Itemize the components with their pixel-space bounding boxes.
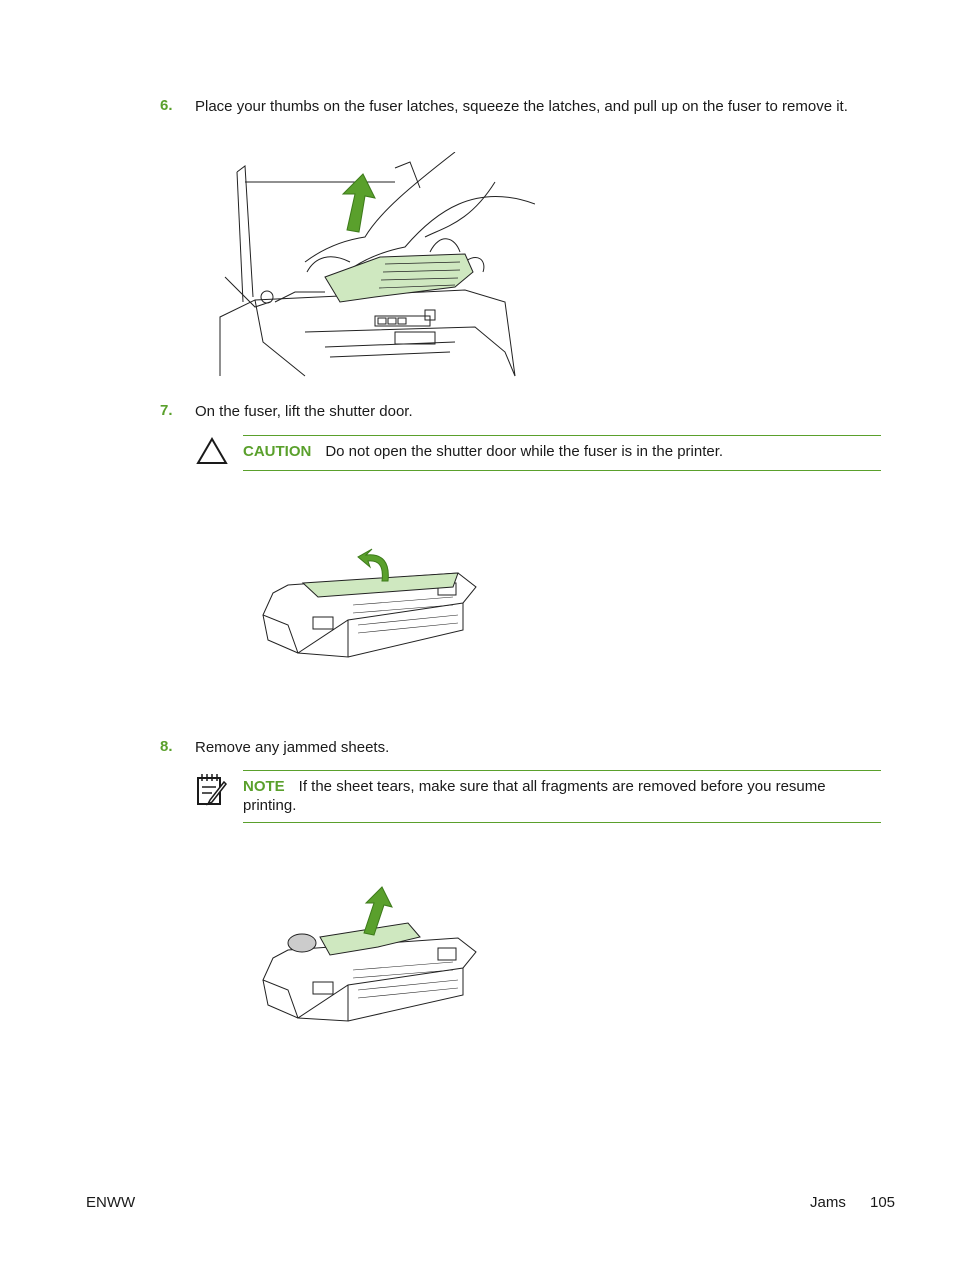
caution-label: CAUTION	[243, 443, 312, 460]
footer-page-number: 105	[870, 1194, 896, 1211]
step-7-number: 7.	[160, 402, 173, 419]
note-text: If the sheet tears, make sure that all f…	[243, 778, 826, 814]
footer-section: Jams	[810, 1194, 846, 1211]
printer-fuser-removal-illustration	[219, 152, 535, 377]
caution-triangle-icon	[196, 437, 228, 464]
fuser-jammed-sheet-illustration	[262, 886, 477, 1022]
caution-text: Do not open the shutter door while the f…	[325, 443, 724, 460]
step-8-number: 8.	[160, 738, 173, 755]
note-pad-icon	[197, 774, 227, 806]
caution-box: CAUTION Do not open the shutter door whil…	[243, 435, 881, 471]
step-8-text: Remove any jammed sheets.	[195, 739, 390, 756]
step-6-text: Place your thumbs on the fuser latches, …	[195, 98, 848, 115]
step-6-number: 6.	[160, 97, 173, 114]
fuser-shutter-door-illustration	[262, 548, 477, 658]
footer-left: ENWW	[86, 1194, 136, 1211]
step-7-text: On the fuser, lift the shutter door.	[195, 403, 413, 420]
note-label: NOTE	[243, 778, 285, 795]
